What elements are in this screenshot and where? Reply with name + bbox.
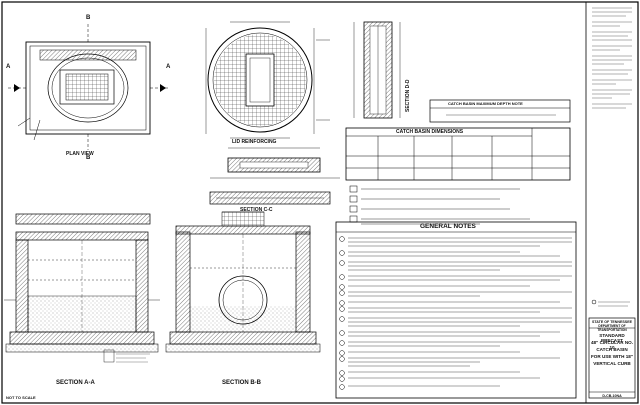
title-block-line5: VERTICAL CURB <box>593 361 631 366</box>
cut-marker-b-top: B <box>86 15 91 21</box>
dimensions-table-title: CATCH BASIN DIMENSIONS <box>396 129 464 135</box>
cut-marker-a-right: A <box>166 64 171 70</box>
title-block-line3: CATCH BASIN <box>596 347 628 352</box>
section-b-b-title: SECTION B-B <box>222 380 261 386</box>
section-a-a-view <box>4 213 160 363</box>
plan-view-title: PLAN VIEW <box>66 151 94 157</box>
cut-marker-b-bottom: B <box>86 155 91 161</box>
general-notes-title: GENERAL NOTES <box>420 223 476 230</box>
depth-note-title: CATCH BASIN MAXIMUM DEPTH NOTE <box>448 101 523 106</box>
title-block-line4: FOR USE WITH 18" <box>591 354 633 359</box>
plan-view <box>8 24 168 150</box>
title-block <box>588 7 636 399</box>
lid-reinforcing-view <box>205 21 330 139</box>
title-block-line1: STANDARD PRECAST <box>599 333 625 343</box>
section-d-d-title: SECTION D-D <box>405 79 411 113</box>
title-block-department: DEPARTMENT OF TRANSPORTATION <box>597 324 627 332</box>
title-block-state: STATE OF TENNESSEE <box>591 320 632 324</box>
lid-reinforcing-title: LID REINFORCING <box>232 139 277 145</box>
section-d-d-view <box>353 21 401 119</box>
cut-marker-a-left: A <box>6 64 11 70</box>
general-notes-block <box>335 221 577 399</box>
not-to-scale-label: NOT TO SCALE <box>6 395 36 400</box>
table-legend-notes <box>349 185 530 225</box>
dimensions-table <box>345 127 571 181</box>
section-a-a-title: SECTION A-A <box>56 380 95 386</box>
sheet-number: D-CB-10NA <box>602 394 622 398</box>
section-b-b-view <box>165 211 321 353</box>
section-c-c-view <box>209 147 340 205</box>
title-block-line2: 48" CIRCULAR NO. 10 <box>591 340 633 350</box>
section-c-c-title: SECTION C-C <box>240 207 273 213</box>
depth-note-table <box>429 99 571 123</box>
